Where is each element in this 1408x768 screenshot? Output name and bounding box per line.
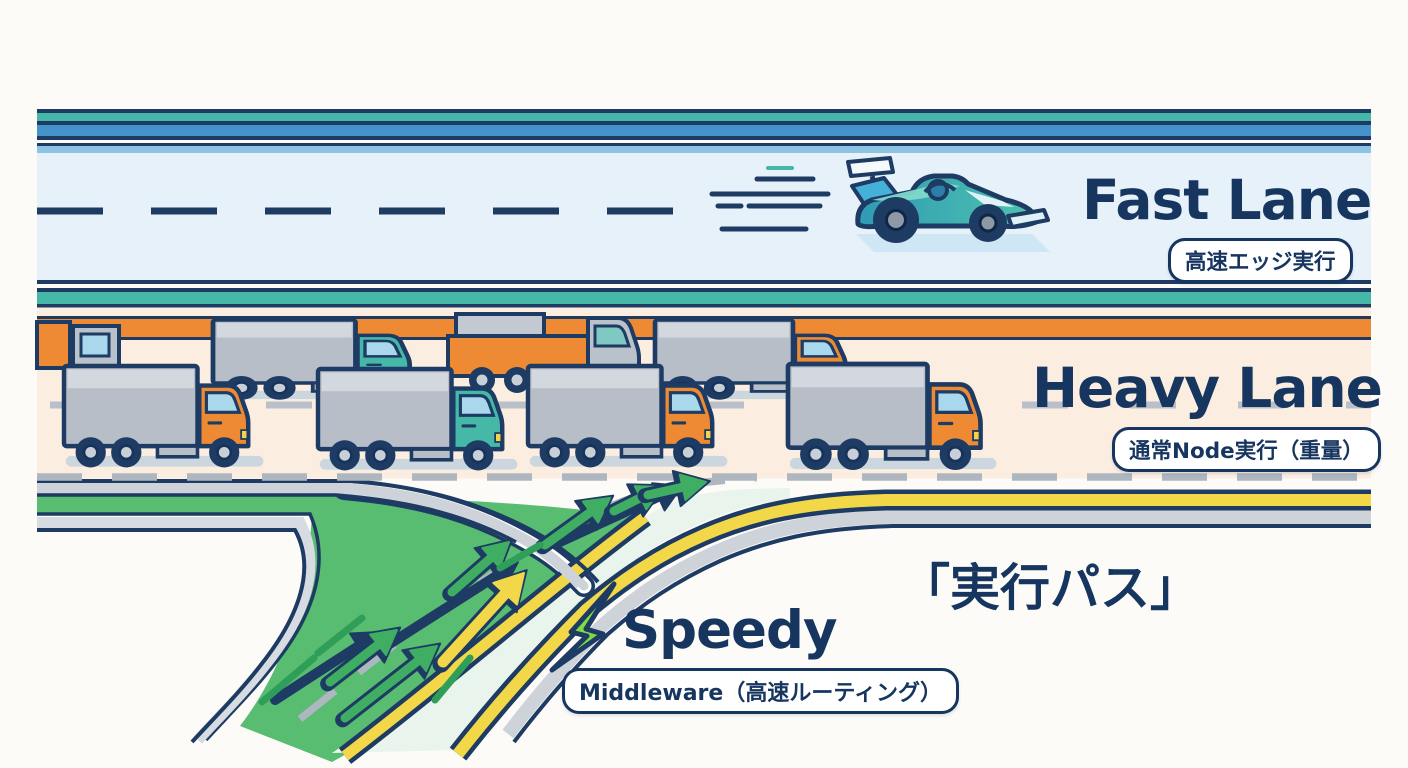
race-car-icon — [709, 156, 1050, 252]
fast-lane-road — [37, 109, 1371, 308]
speedy-title: Speedy — [622, 600, 837, 661]
heavy-lane-badge: 通常Node実行（重量） — [1112, 427, 1381, 472]
lightning-bolt-icon — [549, 581, 617, 673]
heavy-lane-title: Heavy Lane — [1032, 356, 1383, 420]
middleware-badge: Middleware（高速ルーティング） — [562, 668, 960, 714]
fast-lane-title: Fast Lane — [1082, 168, 1372, 232]
merge-arrows — [258, 469, 711, 728]
execution-path-caption: 「実行パス」 — [900, 559, 1200, 617]
fast-lane-badge: 高速エッジ実行 — [1168, 238, 1353, 283]
